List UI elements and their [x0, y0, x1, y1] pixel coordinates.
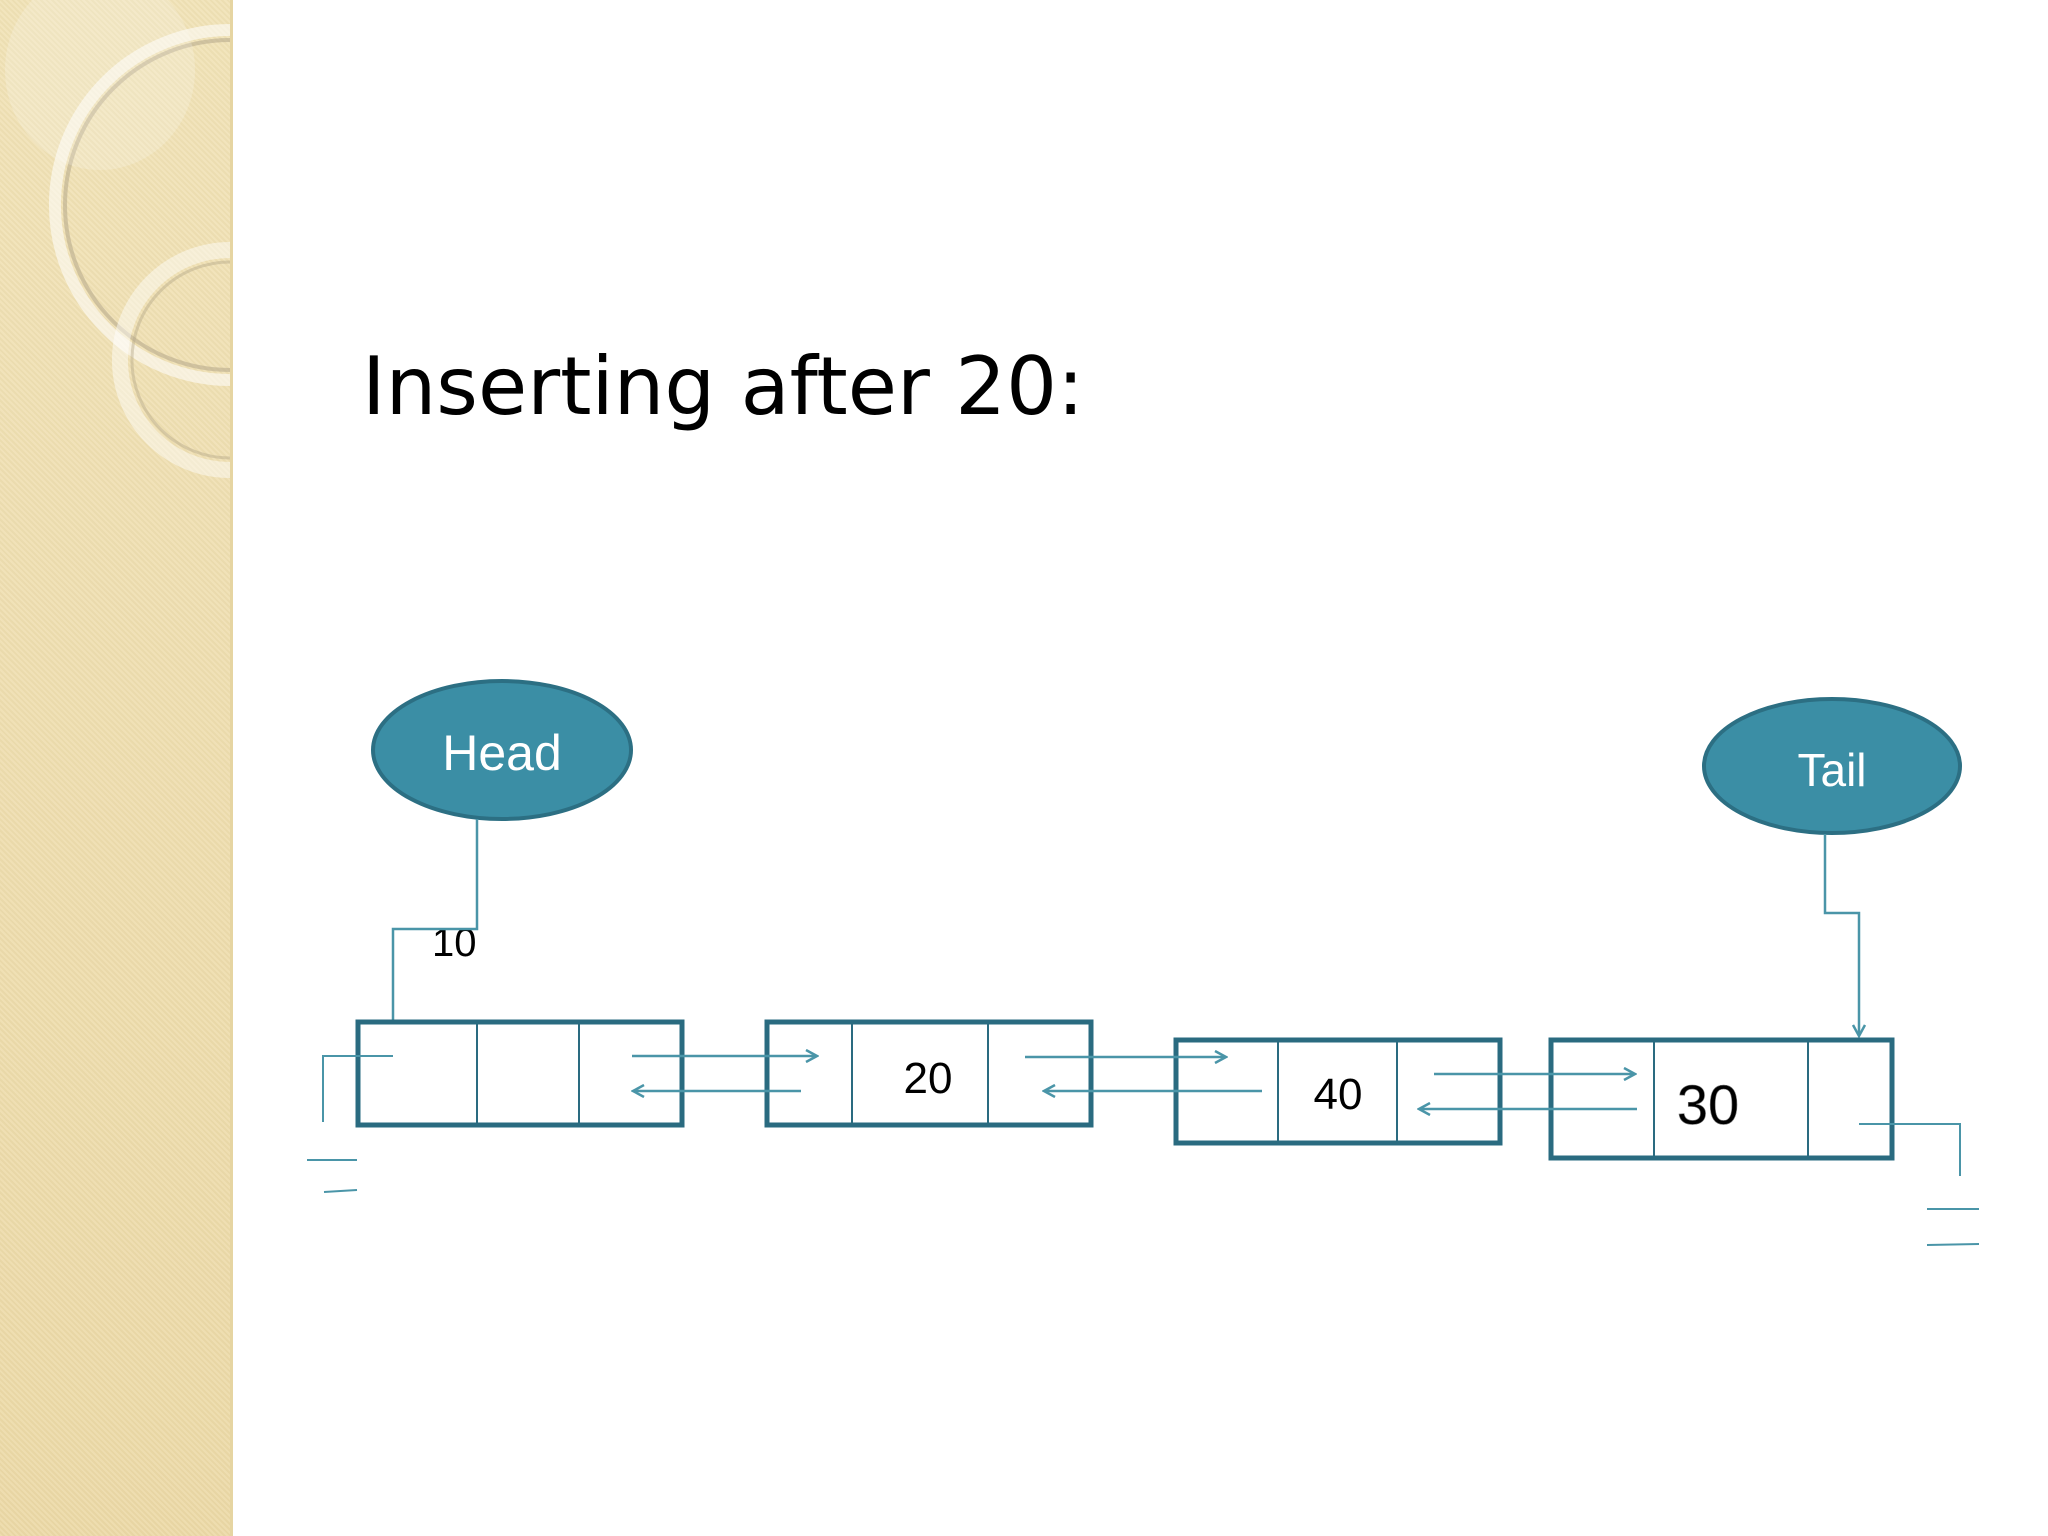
head-label: Head: [442, 725, 562, 781]
node-2-value: 20: [904, 1054, 953, 1103]
node-4-value: 30: [1677, 1073, 1739, 1136]
stray-value-label: 10: [432, 921, 477, 965]
list-node-2: 20: [764, 1019, 1094, 1128]
tail-pointer-bubble: Tail: [1702, 697, 1962, 835]
list-node-1: [355, 1019, 685, 1128]
slide-title: Inserting after 20:: [362, 340, 1085, 433]
null-ground-right: [1859, 1123, 1980, 1246]
null-ground-left: [307, 1055, 393, 1193]
tail-label: Tail: [1797, 744, 1866, 796]
head-pointer-arrow: [393, 819, 479, 1054]
node-3-value: 40: [1314, 1070, 1363, 1119]
tail-pointer-arrow: [1823, 834, 1859, 1036]
head-pointer-bubble: Head: [371, 679, 633, 821]
slide-sidebar-decoration: [0, 0, 233, 1536]
list-node-4: 30: [1548, 1037, 1895, 1161]
sidebar-circles-graphic: [5, 0, 230, 478]
